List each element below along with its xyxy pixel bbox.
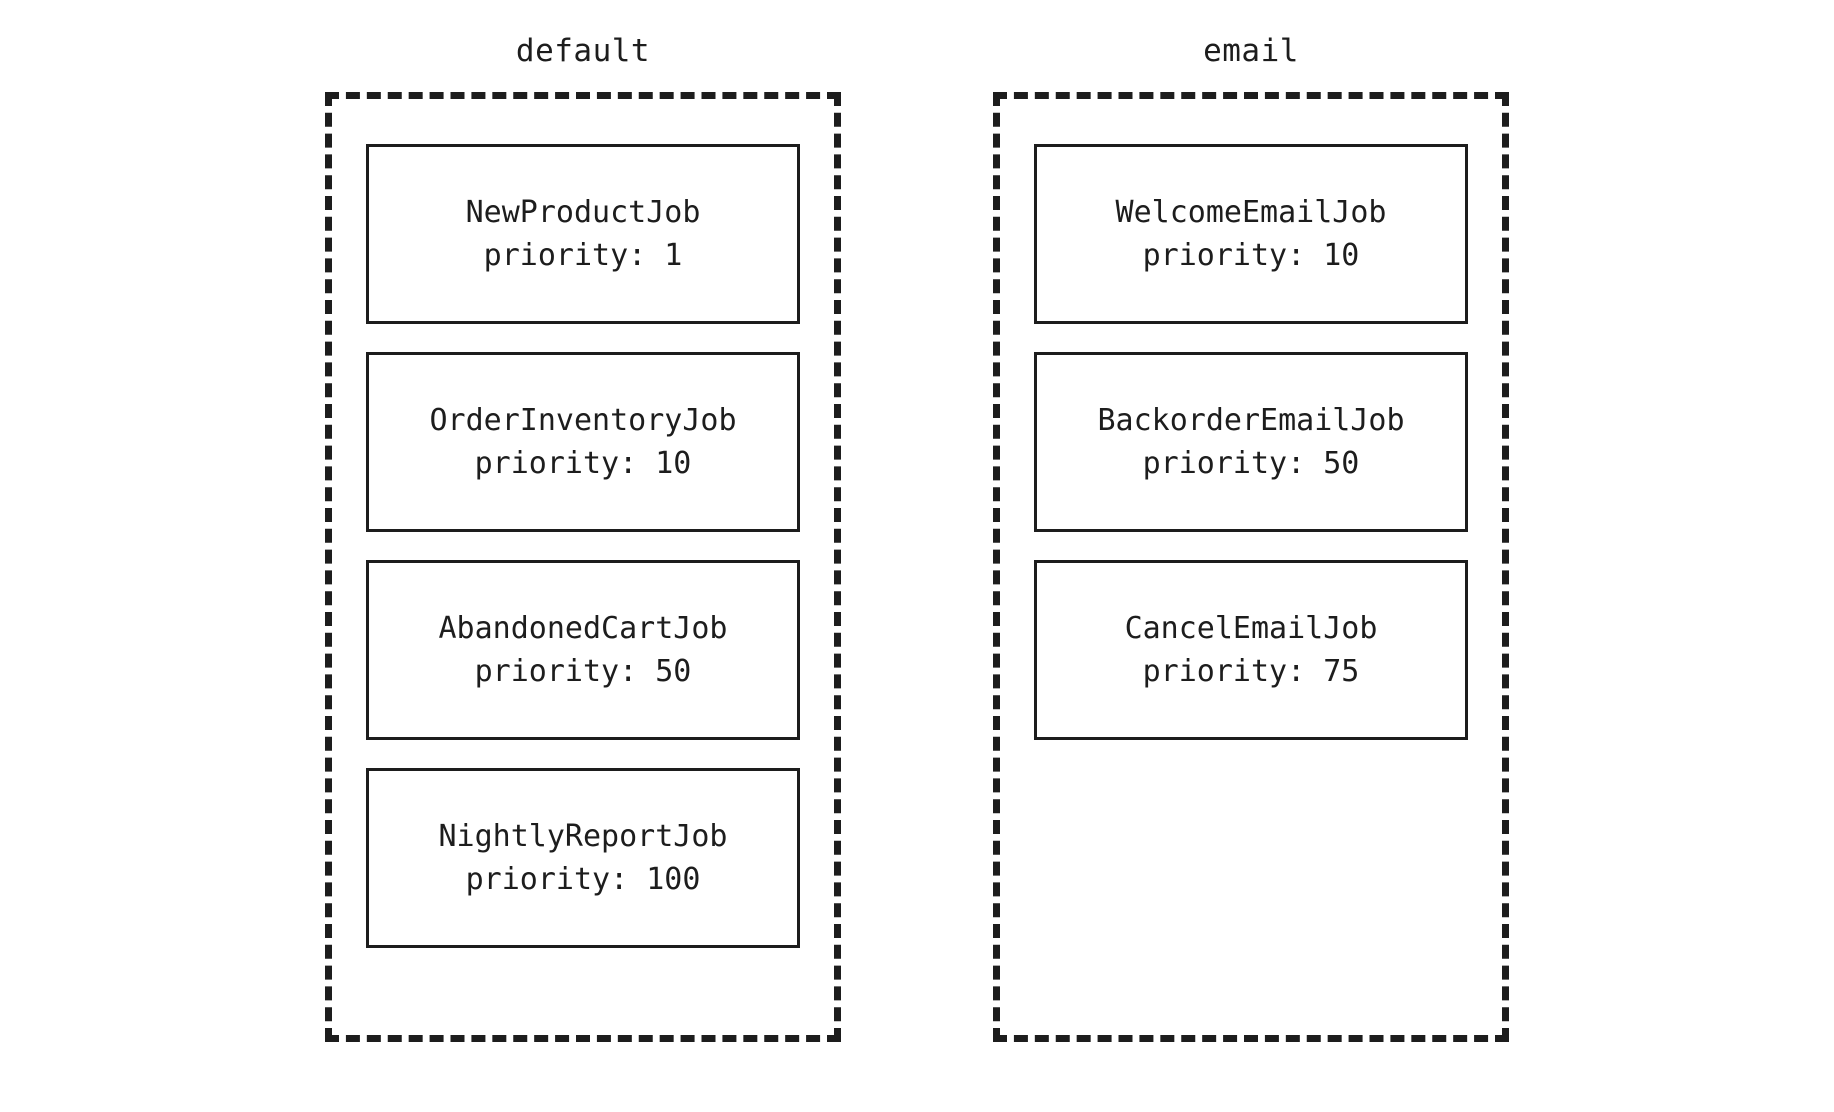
- job-name: WelcomeEmailJob: [1115, 195, 1387, 230]
- queue-container-default: NewProductJob priority: 1 OrderInventory…: [325, 92, 841, 1042]
- job-priority: priority: 1: [483, 238, 683, 273]
- job-priority: priority: 10: [474, 446, 692, 481]
- job-name: NewProductJob: [465, 195, 701, 230]
- job-card[interactable]: NewProductJob priority: 1: [366, 144, 800, 324]
- job-name: AbandonedCartJob: [438, 611, 728, 646]
- job-card[interactable]: CancelEmailJob priority: 75: [1034, 560, 1468, 740]
- job-priority: priority: 50: [1142, 446, 1360, 481]
- job-priority: priority: 50: [474, 654, 692, 689]
- job-card[interactable]: OrderInventoryJob priority: 10: [366, 352, 800, 532]
- job-name: NightlyReportJob: [438, 819, 728, 854]
- job-name: BackorderEmailJob: [1097, 403, 1405, 438]
- queue-container-email: WelcomeEmailJob priority: 10 BackorderEm…: [993, 92, 1509, 1042]
- job-priority: priority: 10: [1142, 238, 1360, 273]
- job-card[interactable]: BackorderEmailJob priority: 50: [1034, 352, 1468, 532]
- job-name: OrderInventoryJob: [429, 403, 737, 438]
- queue-column-email: email WelcomeEmailJob priority: 10 Backo…: [993, 36, 1509, 1112]
- queue-title-default: default: [515, 33, 651, 69]
- job-name: CancelEmailJob: [1124, 611, 1378, 646]
- job-priority: priority: 100: [465, 862, 701, 897]
- job-card[interactable]: WelcomeEmailJob priority: 10: [1034, 144, 1468, 324]
- job-card[interactable]: NightlyReportJob priority: 100: [366, 768, 800, 948]
- queue-column-default: default NewProductJob priority: 1 OrderI…: [325, 36, 841, 1112]
- job-priority: priority: 75: [1142, 654, 1360, 689]
- queue-title-email: email: [1203, 33, 1299, 69]
- job-card[interactable]: AbandonedCartJob priority: 50: [366, 560, 800, 740]
